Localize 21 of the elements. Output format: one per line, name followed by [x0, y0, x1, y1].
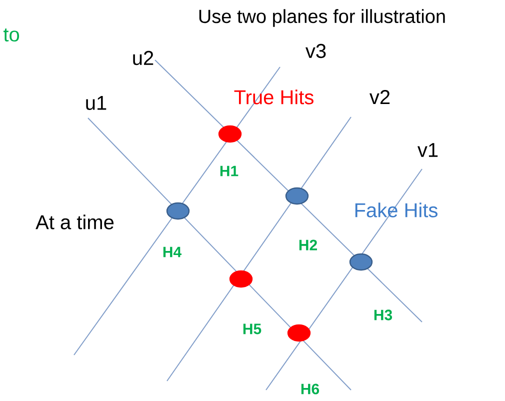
text-label: v2 — [370, 90, 390, 104]
text-label: True Hits — [234, 90, 314, 104]
hit-label: H4 — [163, 246, 182, 258]
text-label: v3 — [306, 44, 326, 58]
hit-dot — [218, 125, 242, 143]
text-label: to — [4, 28, 20, 42]
title: Use two planes for illustration — [199, 9, 445, 27]
text-label: u1 — [86, 96, 106, 110]
text-label: u2 — [133, 50, 154, 66]
hit-dot — [166, 202, 190, 220]
text-label: At a time — [36, 214, 114, 230]
hit-label: H6 — [301, 384, 320, 394]
hit-label: H5 — [243, 324, 262, 334]
hit-label: H2 — [299, 240, 317, 250]
hit-dot — [349, 253, 373, 271]
hit-dot — [285, 187, 309, 205]
hit-label: H1 — [220, 166, 238, 176]
hit-label: H3 — [374, 310, 392, 320]
text-label: v1 — [418, 143, 438, 157]
hit-dot — [229, 270, 253, 288]
hit-dot — [287, 324, 311, 342]
